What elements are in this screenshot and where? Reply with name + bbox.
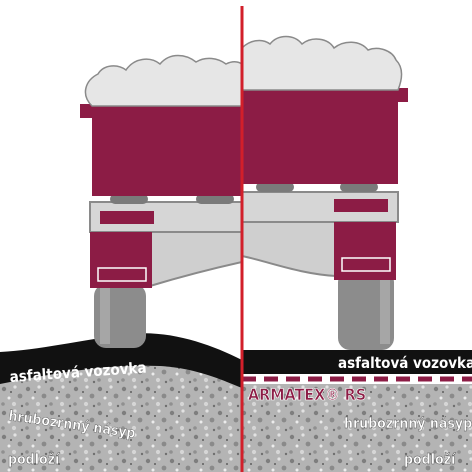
left-cargo xyxy=(85,56,242,107)
right-asphalt-label: asfaltová vozovka xyxy=(338,354,472,372)
left-fender xyxy=(90,232,152,288)
product-label: ARMATEX® RS xyxy=(248,385,366,404)
right-cargo xyxy=(242,37,402,91)
right-scene xyxy=(242,37,472,472)
right-truck-bed xyxy=(242,96,398,184)
left-truck-bed xyxy=(92,110,242,196)
right-fill-label: hrubozrnný násyp xyxy=(344,416,472,432)
left-subgrade-label: podloží xyxy=(8,452,60,468)
left-plate xyxy=(100,211,154,224)
right-subgrade-label: podloží xyxy=(404,452,456,468)
right-plate xyxy=(334,199,388,212)
left-scene xyxy=(0,56,242,472)
